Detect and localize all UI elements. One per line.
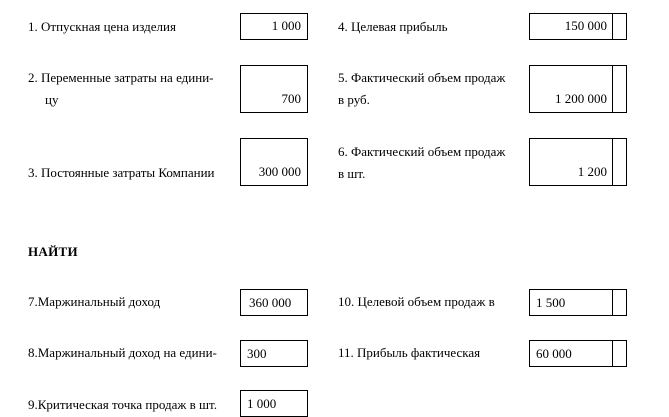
item6-label-line1: 6. Фактический объем продаж	[338, 144, 506, 159]
item8-value-box[interactable]: 300	[240, 340, 308, 367]
item6-value-box[interactable]: 1 200	[529, 138, 627, 186]
item4-box-divider	[612, 14, 613, 39]
item2-label-line2: цу	[45, 92, 59, 107]
item3-value: 300 000	[258, 164, 301, 179]
item8-label: 8.Маржинальный доход на едини-	[28, 345, 217, 360]
item2-label-line1: 2. Переменные затраты на едини-	[28, 70, 214, 85]
item9-value: 1 000	[247, 395, 277, 411]
item11-box-divider	[612, 341, 613, 366]
item4-value: 150 000	[564, 18, 607, 33]
item10-box-divider	[612, 290, 613, 315]
item5-box-divider	[612, 66, 613, 112]
item4-label: 4. Целевая прибыль	[338, 19, 448, 34]
item3-label: 3. Постоянные затраты Компании	[28, 165, 215, 180]
item5-label-line1: 5. Фактический объем продаж	[338, 70, 506, 85]
item1-label: 1. Отпускная цена изделия	[28, 19, 176, 34]
item9-value-box[interactable]: 1 000	[240, 390, 308, 417]
item5-label-line2: в руб.	[338, 92, 370, 107]
item11-value: 60 000	[536, 345, 572, 361]
item10-label: 10. Целевой объем продаж в	[338, 294, 495, 309]
item6-label-line2: в шт.	[338, 166, 366, 181]
item2-value: 700	[281, 91, 302, 106]
item11-value-box[interactable]: 60 000	[529, 340, 627, 367]
item6-box-divider	[612, 139, 613, 185]
item4-value-box[interactable]: 150 000	[529, 13, 627, 40]
item2-value-box[interactable]: 700	[240, 65, 308, 113]
item7-value: 360 000	[249, 294, 292, 310]
item5-value: 1 200 000	[555, 91, 607, 106]
item7-label: 7.Маржинальный доход	[28, 294, 161, 309]
item5-value-box[interactable]: 1 200 000	[529, 65, 627, 113]
item9-label: 9.Критическая точка продаж в шт.	[28, 397, 217, 412]
item10-value-box[interactable]: 1 500	[529, 289, 627, 316]
item1-value: 1 000	[271, 18, 301, 33]
item3-value-box[interactable]: 300 000	[240, 138, 308, 186]
item10-value: 1 500	[536, 294, 566, 310]
item6-value: 1 200	[577, 164, 607, 179]
item8-value: 300	[247, 345, 267, 361]
item7-value-box[interactable]: 360 000	[240, 289, 308, 316]
find-heading: НАЙТИ	[28, 244, 78, 259]
item1-value-box[interactable]: 1 000	[240, 13, 308, 40]
item11-label: 11. Прибыль фактическая	[338, 345, 481, 360]
